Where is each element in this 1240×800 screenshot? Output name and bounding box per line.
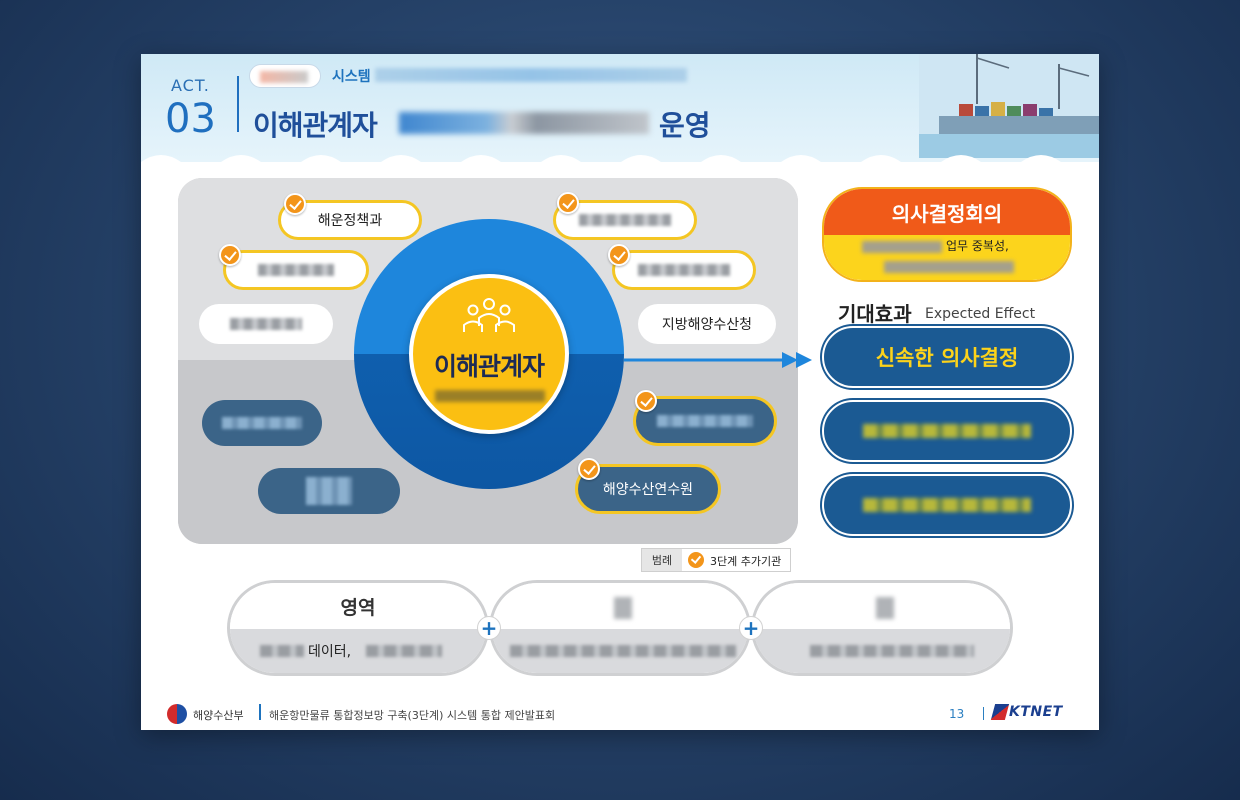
node-redacted-2 — [199, 304, 333, 344]
check-icon — [284, 193, 306, 215]
redacted-text — [222, 417, 302, 429]
port-image — [919, 54, 1099, 158]
area-capsule-2 — [489, 580, 751, 676]
area-capsule-3 — [751, 580, 1013, 676]
stakeholder-core — [409, 274, 569, 434]
check-icon — [578, 458, 600, 480]
ktnet-logo-icon — [990, 704, 1010, 720]
redacted-text — [366, 645, 442, 657]
effect-main: 신속한 의사결정 — [822, 326, 1072, 388]
node-redacted-7 — [633, 396, 777, 446]
redacted-text — [579, 214, 671, 226]
footer-project: 해운항만물류 통합정보망 구축(3단계) 시스템 통합 제안발표회 — [269, 709, 556, 722]
footer-org: 해양수산부 — [193, 709, 244, 722]
plus-icon: + — [739, 616, 763, 640]
redacted-text — [306, 477, 352, 505]
capsule-top — [230, 583, 486, 629]
footer-brand: KTNET — [1009, 704, 1063, 720]
legend-label: 범례 — [642, 549, 682, 571]
node-regional-office-label: 지방해양수산청 — [661, 317, 753, 333]
redacted-text — [862, 241, 942, 253]
act-label: ACT. — [171, 76, 210, 95]
effect-redacted-2 — [822, 474, 1072, 536]
check-icon — [635, 390, 657, 412]
redacted-text — [614, 597, 632, 619]
node-redacted-4 — [612, 250, 756, 290]
footer-divider-2 — [983, 707, 984, 720]
redacted-text — [638, 264, 730, 276]
effects-title: 기대효과 — [838, 302, 912, 326]
header-tag-pill — [249, 64, 321, 88]
redacted-text — [510, 645, 736, 657]
node-redacted-6 — [258, 468, 400, 514]
footer-divider — [259, 704, 261, 720]
legend-item: 3단계 추가기관 — [710, 555, 782, 568]
effect-redacted-1 — [822, 400, 1072, 462]
decision-meeting-card: 의사결정회의 업무 중복성, — [822, 187, 1072, 282]
redacted-text — [258, 264, 334, 276]
redacted-subtitle — [375, 68, 687, 82]
system-label: 시스템 — [332, 69, 371, 85]
node-training-institute-label: 해양수산연수원 — [602, 482, 694, 498]
effects-subtitle: Expected Effect — [925, 306, 1036, 322]
redacted-text — [884, 261, 1014, 273]
plus-icon: + — [477, 616, 501, 640]
area-capsule-1-body: 데이터, — [308, 644, 352, 660]
check-icon — [688, 552, 704, 568]
check-icon — [557, 192, 579, 214]
area-capsule-1: 영역 데이터, — [227, 580, 489, 676]
act-number: 03 — [165, 96, 216, 142]
ministry-logo-icon — [167, 704, 187, 724]
people-icon — [463, 298, 515, 332]
redacted-text — [876, 597, 894, 619]
header-wave — [141, 155, 1099, 182]
effect-main-label: 신속한 의사결정 — [875, 346, 1019, 370]
redacted-text — [863, 424, 1031, 438]
arrow-to-effects — [624, 352, 812, 368]
decision-meeting-line: 업무 중복성, — [946, 239, 1009, 253]
redacted-text — [230, 318, 302, 330]
node-redacted-3 — [553, 200, 697, 240]
redacted-text — [863, 498, 1031, 512]
redacted-text — [657, 415, 753, 427]
redacted-center-sub — [435, 390, 545, 402]
page-title-tail: 운영 — [659, 109, 711, 142]
node-redacted-1 — [223, 250, 369, 290]
redacted-title — [399, 112, 649, 134]
header-divider — [237, 76, 239, 132]
page-number: 13 — [949, 707, 965, 721]
node-redacted-5 — [202, 400, 322, 446]
slide: ACT. 03 시스템 이해관계자 운영 이해관계자 해운정책과 — [141, 54, 1099, 730]
check-icon — [219, 244, 241, 266]
decision-meeting-title: 의사결정회의 — [824, 189, 1070, 235]
redacted-text — [810, 645, 974, 657]
check-icon — [608, 244, 630, 266]
stakeholder-center-label: 이해관계자 — [433, 352, 545, 381]
node-regional-office: 지방해양수산청 — [638, 304, 776, 344]
decision-meeting-body: 업무 중복성, — [824, 235, 1070, 280]
legend: 범례 3단계 추가기관 — [641, 548, 791, 572]
page-title: 이해관계자 — [253, 109, 378, 142]
node-maritime-policy-label: 해운정책과 — [317, 213, 383, 229]
redacted-text — [260, 645, 304, 657]
area-capsule-1-heading: 영역 — [340, 597, 376, 619]
